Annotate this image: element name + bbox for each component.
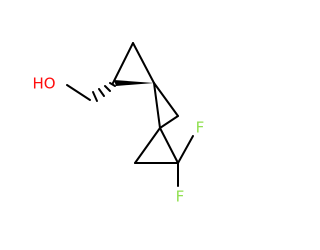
bond-ch2-oxygen [66, 84, 91, 101]
bond-c7-c5 [134, 127, 161, 164]
wedge-bond-spiro-c1 [114, 80, 154, 86]
fluorine-lower-label: F [176, 188, 185, 206]
hashed-bond-c1-ch2 [92, 82, 116, 102]
bond-c6-f-upper [177, 135, 194, 164]
bond-spiro-c4 [153, 82, 179, 117]
bond-c5-c6 [159, 127, 179, 164]
bond-c2-c3 [132, 42, 155, 84]
bond-c4-c5 [159, 115, 179, 129]
bond-spiro-c5 [153, 82, 161, 129]
hydroxyl-label: HO [32, 75, 55, 93]
bond-c1-c2 [112, 42, 134, 84]
fluorine-upper-label: F [196, 119, 205, 137]
molecule-structure: HO F F [32, 42, 205, 206]
